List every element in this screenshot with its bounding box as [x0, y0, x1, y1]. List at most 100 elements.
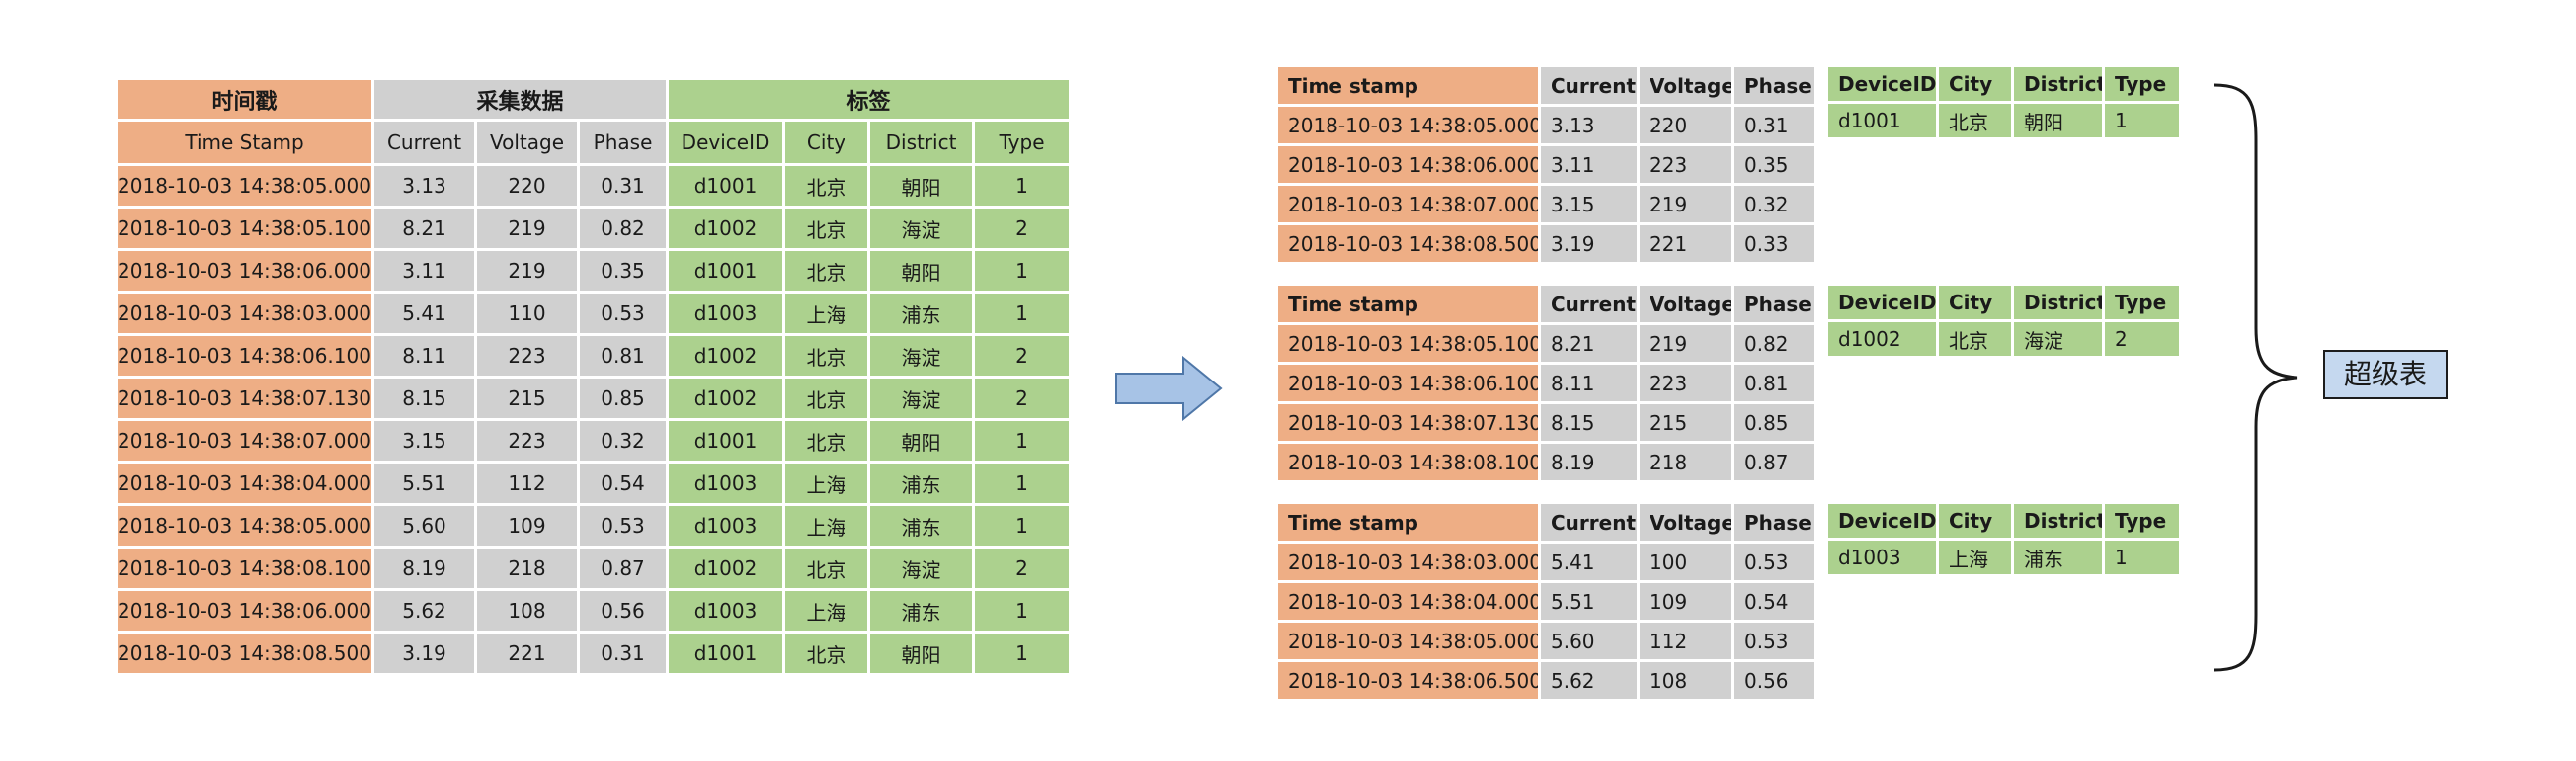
group-header-metrics: 采集数据	[370, 77, 670, 122]
table-cell: 朝阳	[867, 418, 976, 464]
table-cell: 北京	[1936, 101, 2014, 140]
column-header: Time stamp	[1275, 501, 1541, 544]
table-cell: 3.11	[1538, 143, 1640, 186]
table-cell: d1001	[666, 418, 786, 464]
table-cell: 110	[474, 291, 580, 336]
column-header: District	[2011, 501, 2105, 541]
table-cell: 浦东	[867, 588, 976, 634]
right-curly-brace-icon	[2214, 83, 2298, 672]
table-cell: 0.53	[1731, 620, 1817, 662]
table-cell: 2	[972, 546, 1073, 591]
table-cell: 3.15	[371, 418, 477, 464]
table-cell: d1001	[666, 248, 786, 294]
table-cell: 8.11	[1538, 362, 1640, 404]
column-header: Current	[1538, 64, 1640, 107]
table-cell: d1003	[666, 503, 786, 549]
table-cell: 0.35	[1731, 143, 1817, 186]
table-cell: 223	[1637, 143, 1734, 186]
table-cell: 108	[474, 588, 580, 634]
table-cell: 2018-10-03 14:38:05.000	[1275, 104, 1541, 146]
column-header: DeviceID	[1825, 64, 1939, 104]
table-cell: 0.33	[1731, 222, 1817, 265]
column-header: City	[782, 119, 871, 166]
table-cell: 112	[1637, 620, 1734, 662]
table-cell: 海淀	[867, 333, 976, 379]
table-cell: 海淀	[867, 376, 976, 421]
table-cell: 0.53	[576, 503, 670, 549]
table-cell: 朝阳	[867, 631, 976, 676]
table-cell: 0.32	[1731, 183, 1817, 225]
table-cell: 100	[1637, 541, 1734, 583]
table-cell: 朝阳	[867, 248, 976, 294]
table-cell: 浦东	[867, 503, 976, 549]
table-cell: 北京	[782, 206, 871, 251]
column-header: DeviceID	[1825, 501, 1939, 541]
column-header: District	[2011, 64, 2105, 104]
table-cell: 2018-10-03 14:38:05.100	[1275, 322, 1541, 365]
table-cell: 2018-10-03 14:38:05.000	[1275, 620, 1541, 662]
table-cell: 219	[1637, 183, 1734, 225]
table-cell: d1001	[666, 631, 786, 676]
table-cell: 3.19	[371, 631, 477, 676]
table-cell: 2018-10-03 14:38:06.000	[115, 248, 374, 294]
column-header: Phase	[576, 119, 670, 166]
table-cell: 1	[2102, 538, 2182, 577]
table-cell: 220	[474, 163, 580, 209]
table-cell: d1002	[666, 206, 786, 251]
table-cell: 1	[972, 631, 1073, 676]
group-header-tags: 标签	[666, 77, 1073, 122]
table-cell: 2018-10-03 14:38:06.000	[115, 588, 374, 634]
column-header: District	[867, 119, 976, 166]
table-cell: 5.62	[371, 588, 477, 634]
table-cell: 上海	[782, 503, 871, 549]
column-header: Phase	[1731, 501, 1817, 544]
column-header: Time Stamp	[115, 119, 374, 166]
table-cell: 220	[1637, 104, 1734, 146]
table-cell: d1001	[666, 163, 786, 209]
table-cell: 5.41	[371, 291, 477, 336]
table-cell: 1	[2102, 101, 2182, 140]
table-cell: d1003	[1825, 538, 1939, 577]
table-cell: 0.87	[1731, 441, 1817, 483]
table-cell: 2018-10-03 14:38:06.100	[1275, 362, 1541, 404]
table-cell: 8.19	[1538, 441, 1640, 483]
table-cell: 0.35	[576, 248, 670, 294]
column-header: Phase	[1731, 64, 1817, 107]
table-cell: 0.54	[1731, 580, 1817, 623]
table-cell: 5.51	[1538, 580, 1640, 623]
table-cell: 0.85	[576, 376, 670, 421]
table-cell: 2018-10-03 14:38:06.000	[1275, 143, 1541, 186]
table-cell: 0.53	[1731, 541, 1817, 583]
right-arrow-icon	[1115, 356, 1223, 421]
table-cell: 0.56	[576, 588, 670, 634]
table-cell: d1002	[666, 333, 786, 379]
table-cell: 0.54	[576, 461, 670, 506]
column-header: Time stamp	[1275, 283, 1541, 325]
table-cell: 朝阳	[867, 163, 976, 209]
column-header: District	[2011, 283, 2105, 322]
group-header-timestamp: 时间戳	[115, 77, 374, 122]
table-cell: 2018-10-03 14:38:07.000	[115, 418, 374, 464]
table-cell: 海淀	[867, 546, 976, 591]
table-cell: d1003	[666, 291, 786, 336]
table-cell: 3.15	[1538, 183, 1640, 225]
column-header: City	[1936, 64, 2014, 104]
